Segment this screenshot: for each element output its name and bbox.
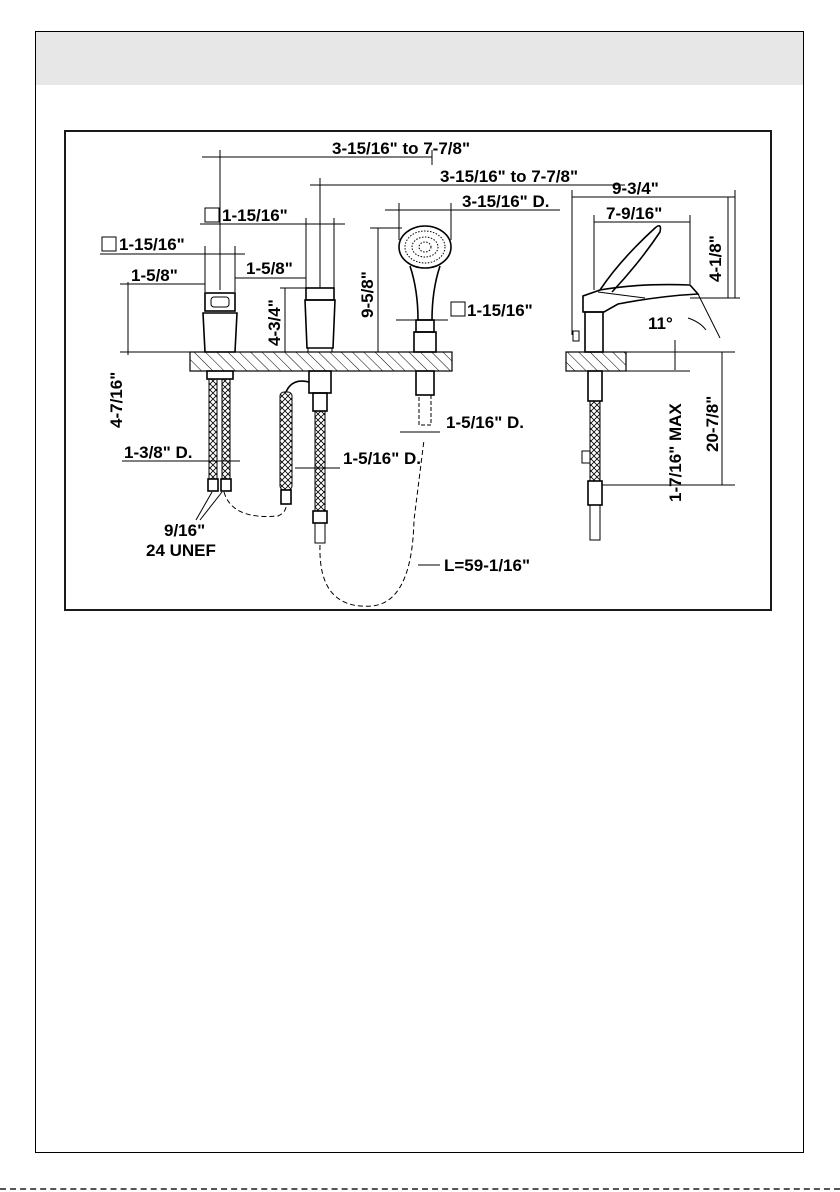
label-hose-length: L=59-1/16" <box>444 556 530 575</box>
label-square-handshower: 1-15/16" <box>467 301 533 320</box>
label-hose-dia-right: 1-5/16" D. <box>446 413 524 432</box>
label-handshower-dia: 3-15/16" D. <box>462 192 549 211</box>
label-thread-type: 24 UNEF <box>146 541 216 560</box>
label-valve-base-height: 4-7/16" <box>107 372 126 428</box>
label-spout-reach: 9-3/4" <box>612 179 659 198</box>
label-handle-width-a: 1-5/8" <box>131 266 178 285</box>
square-symbol-a <box>102 237 116 251</box>
cut-line <box>0 1188 840 1190</box>
label-deck-thickness-max: 1-7/16" MAX <box>666 403 685 502</box>
deck-left <box>190 352 452 371</box>
label-spout-height: 4-1/8" <box>706 235 725 282</box>
label-square-body-b: 1-15/16" <box>222 206 288 225</box>
label-square-body-a: 1-15/16" <box>119 235 185 254</box>
label-shank-dia: 1-3/8" D. <box>124 443 193 462</box>
middle-valve <box>280 288 335 543</box>
handshower <box>399 226 451 425</box>
label-thread-size: 9/16" <box>164 521 205 540</box>
label-handshower-height: 9-5/8" <box>358 271 377 318</box>
label-overall-below-deck: 20-7/8" <box>703 396 722 452</box>
label-handle-width-b: 1-5/8" <box>246 259 293 278</box>
deck-right <box>566 352 626 371</box>
label-spout-angle: 11° <box>648 314 673 333</box>
square-symbol-handshower <box>451 302 465 316</box>
hose-left <box>224 492 286 517</box>
label-spout-reach-inner: 7-9/16" <box>606 204 662 223</box>
square-symbol-b <box>205 208 219 222</box>
label-spread-top: 3-15/16" to 7-7/8" <box>332 139 470 158</box>
label-valve-height: 4-3/4" <box>265 299 284 346</box>
label-spread-second: 3-15/16" to 7-7/8" <box>440 167 578 186</box>
label-hose-dia-mid: 1-5/16" D. <box>343 449 421 468</box>
